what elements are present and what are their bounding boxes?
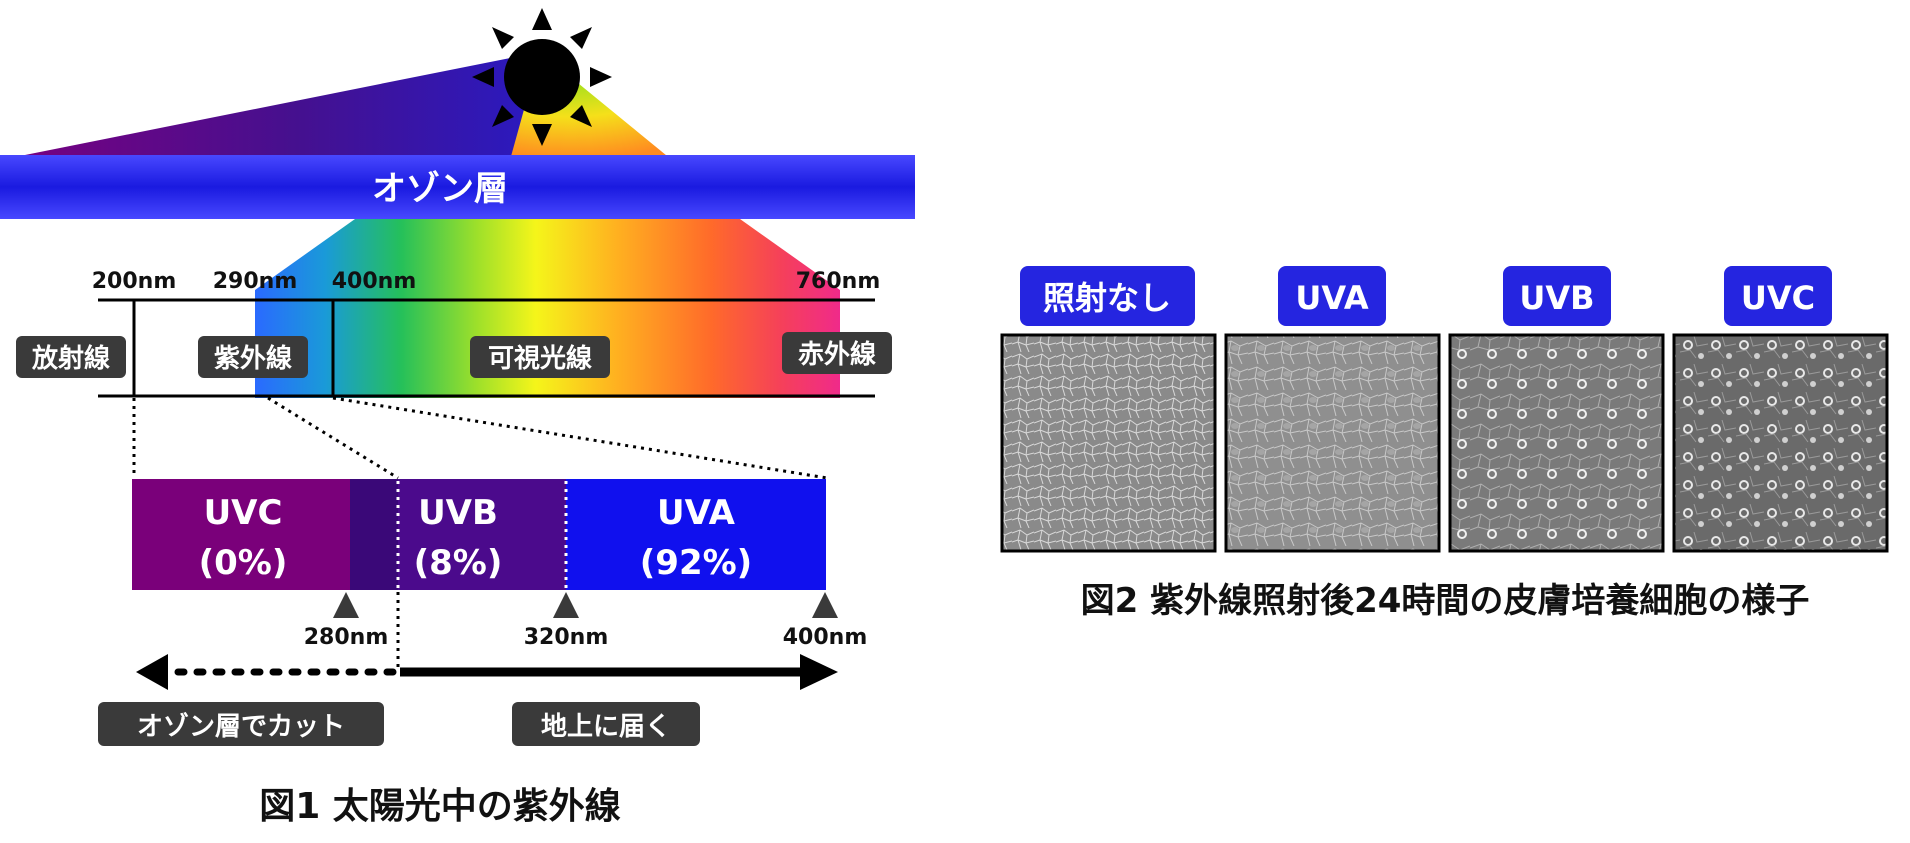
sun-icon	[472, 8, 612, 146]
panel-label-none: 照射なし	[1020, 266, 1195, 326]
sunlight-top-rays	[470, 52, 672, 160]
svg-text:照射なし: 照射なし	[1043, 279, 1171, 317]
uvb-band	[398, 479, 566, 590]
region-infrared: 赤外線	[782, 332, 892, 374]
marker-280nm-icon	[333, 592, 359, 618]
cut-label: オゾン層でカット	[98, 702, 384, 746]
svg-text:オゾン層でカット: オゾン層でカット	[137, 711, 345, 742]
uva-name: UVA	[657, 493, 736, 533]
ozone-label: オゾン層	[372, 169, 508, 209]
region-visible: 可視光線	[470, 336, 610, 378]
svg-text:UVC: UVC	[1741, 279, 1815, 317]
micrograph-none	[1000, 333, 1217, 553]
label-290nm: 290nm	[213, 269, 298, 294]
panel-label-uva: UVA	[1278, 266, 1386, 326]
spectrum-trapezoid	[255, 219, 840, 398]
region-uv: 紫外線	[198, 336, 308, 378]
svg-text:可視光線: 可視光線	[488, 343, 592, 374]
marker-400nm-label: 400nm	[783, 625, 868, 650]
uvc-band	[132, 479, 350, 590]
uva-percent: (92%)	[640, 543, 752, 583]
ozone-layer-band	[0, 155, 915, 219]
svg-text:紫外線: 紫外線	[214, 343, 292, 374]
figure2: 照射なし UVA UVB UVC 図2 紫外線照射後24時間の皮膚培養細胞の様子	[1000, 266, 1889, 621]
panel-label-uvb: UVB	[1503, 266, 1611, 326]
zoom-line-right	[332, 396, 828, 480]
uva-band	[566, 479, 826, 590]
svg-text:赤外線: 赤外線	[798, 339, 876, 370]
label-200nm: 200nm	[92, 269, 177, 294]
svg-text:地上に届く: 地上に届く	[541, 712, 671, 742]
uvc-name: UVC	[204, 493, 283, 533]
figure2-caption: 図2 紫外線照射後24時間の皮膚培養細胞の様子	[1081, 581, 1810, 621]
cut-arrow-icon	[136, 654, 398, 690]
uvb-band-edge	[350, 479, 398, 590]
micrograph-uvb	[1448, 333, 1665, 553]
uvb-name: UVB	[418, 493, 498, 533]
reach-arrow-icon	[400, 654, 838, 690]
micrograph-uva	[1224, 333, 1441, 553]
figure1: オゾン層 200nm 290nm 400nm 760nm 放射線	[0, 8, 915, 827]
micrograph-uvc	[1672, 333, 1889, 553]
uvc-percent: (0%)	[199, 543, 288, 583]
figure1-caption: 図1 太陽光中の紫外線	[259, 786, 621, 827]
marker-400nm-icon	[812, 592, 838, 618]
label-400nm: 400nm	[332, 269, 417, 294]
reach-label: 地上に届く	[512, 702, 700, 746]
panel-label-uvc: UVC	[1724, 266, 1832, 326]
region-radiation: 放射線	[16, 336, 126, 378]
label-760nm: 760nm	[796, 269, 881, 294]
uv-wedge	[0, 52, 540, 160]
zoom-line-mid	[267, 396, 399, 480]
marker-320nm-label: 320nm	[524, 625, 609, 650]
svg-text:UVA: UVA	[1295, 279, 1369, 317]
marker-320nm-icon	[553, 592, 579, 618]
marker-280nm-label: 280nm	[304, 625, 389, 650]
uvb-percent: (8%)	[414, 543, 503, 583]
svg-text:放射線: 放射線	[31, 343, 110, 374]
svg-text:UVB: UVB	[1519, 279, 1594, 317]
